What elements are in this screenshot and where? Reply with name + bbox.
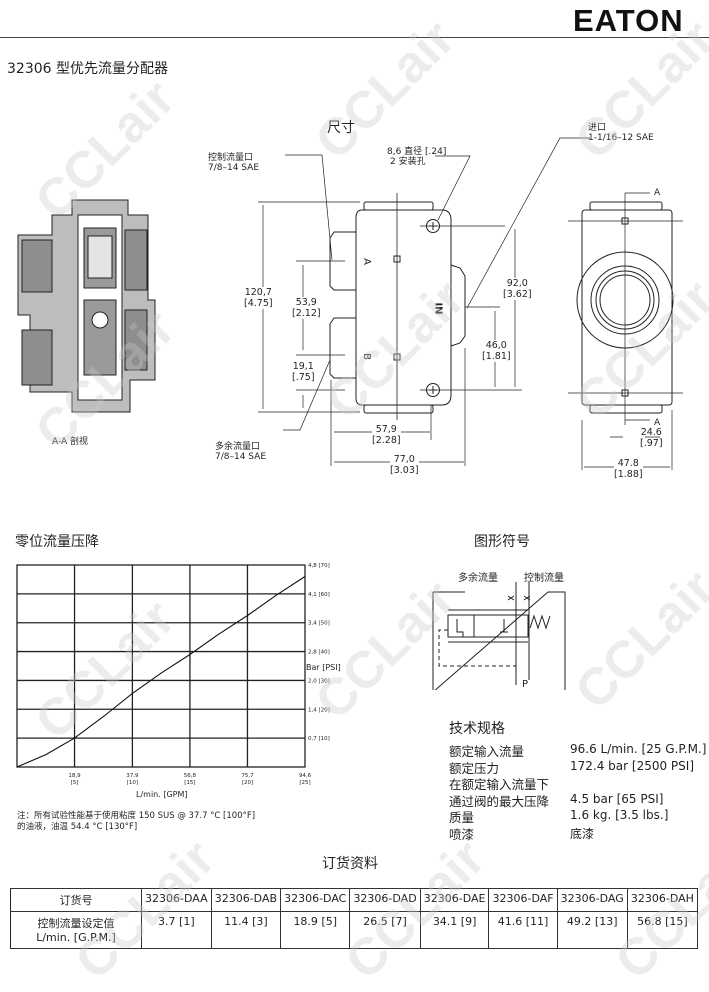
dim-height: 120,7[4.75] xyxy=(244,287,273,309)
dim-width1: 57,9[2.28] xyxy=(372,424,401,446)
ordering-heading: 订货资料 xyxy=(322,856,378,872)
spec-label: 通过阀的最大压降 xyxy=(449,793,550,809)
control-flow-setting: 11.4 [3] xyxy=(210,911,282,949)
spec-label: 质量 xyxy=(449,810,475,825)
dim-side2: 47.8[1.88] xyxy=(614,458,643,480)
spec-value: 4.5 bar [65 PSI] xyxy=(570,791,664,806)
port-a-mark: A xyxy=(360,258,372,265)
dim-ab: 53,9[2.12] xyxy=(292,297,321,319)
spec-label: 喷漆 xyxy=(449,826,475,842)
chart-ylabel: Bar [PSI] xyxy=(306,663,341,672)
y-tick-label: 4,8 [70] xyxy=(308,563,330,569)
eaton-logo: EATON xyxy=(573,3,684,38)
specs-heading: 技术规格 xyxy=(449,721,505,737)
x-tick-label: [15] xyxy=(184,780,195,786)
y-tick-label: 1,4 [20] xyxy=(308,707,330,713)
model-number: 32306-DAE xyxy=(419,888,490,912)
port-in-mark: IN xyxy=(432,302,444,315)
spec-value: 96.6 L/min. [25 G.P.M.] xyxy=(570,742,707,756)
chart-note: 注：所有试验性能基于使用粘度 150 SUS @ 37.7 °C [100°F]… xyxy=(17,811,256,832)
model-number: 32306-DAB xyxy=(210,888,282,912)
y-tick-label: 2,0 [30] xyxy=(308,678,330,684)
model-number: 32306-DAA xyxy=(141,888,212,912)
dim-in: 46,0[1.81] xyxy=(482,340,511,362)
symbol-excess-label: 多余流量 xyxy=(458,573,498,584)
x-tick-label: 18,9 xyxy=(68,773,81,779)
spec-label: 额定输入流量 xyxy=(449,744,525,759)
dim-holes: 92,0[3.62] xyxy=(503,278,532,300)
chart-xlabel: L/min. [GPM] xyxy=(136,790,188,799)
front-view xyxy=(258,137,590,466)
page-title: 32306 型优先流量分配器 xyxy=(7,61,168,77)
y-tick-label: 3,4 [50] xyxy=(308,621,330,627)
spec-value: 172.4 bar [2500 PSI] xyxy=(570,758,694,773)
section-mark-bottom: A xyxy=(654,418,661,428)
symbol-control-label: 控制流量 xyxy=(524,573,564,584)
side-view xyxy=(568,192,683,470)
dim-width2: 77,0[3.03] xyxy=(390,454,419,476)
pressure-drop-chart: 18,9[5] 37,9[10] 56,8[15] 75,7[20] 94,6[25] 0… xyxy=(16,563,330,786)
model-number: 32306-DAH xyxy=(626,888,699,912)
control-flow-setting: 41.6 [11] xyxy=(488,911,558,949)
model-number: 32306-DAC xyxy=(280,888,351,912)
hydraulic-symbol xyxy=(432,582,566,690)
symbol-p-label: P xyxy=(522,679,529,690)
control-flow-setting: 34.1 [9] xyxy=(419,911,490,949)
mount-holes-label: 8,6 直径 [.24]2 安装孔 xyxy=(387,147,447,167)
plot-frame xyxy=(16,564,306,768)
y-tick-label: 0,7 [10] xyxy=(308,736,330,742)
control-flow-setting: 26.5 [7] xyxy=(349,911,421,949)
watermark: CCLair xyxy=(564,559,709,721)
spec-value: 底漆 xyxy=(570,826,595,841)
spec-label: 额定压力 xyxy=(449,760,500,776)
spec-value: 1.6 kg. [3.5 lbs.] xyxy=(570,808,669,822)
x-tick-label: 75,7 xyxy=(241,773,254,779)
section-view xyxy=(17,199,156,413)
x-tick-label: [25] xyxy=(299,780,310,786)
dim-side1: 24.6[.97] xyxy=(640,427,663,449)
y-tick-label: 4,1 [60] xyxy=(308,592,330,598)
x-tick-label: [10] xyxy=(127,780,138,786)
spec-label: 在额定输入流量下 xyxy=(449,777,550,792)
control-flow-setting: 49.2 [13] xyxy=(556,911,628,949)
y-tick-label: 2,8 [40] xyxy=(308,650,330,656)
x-tick-label: 37,9 xyxy=(126,773,139,779)
header-divider xyxy=(0,37,709,38)
chart-heading: 零位流量压降 xyxy=(15,534,99,550)
model-number: 32306-DAG xyxy=(556,888,628,912)
dimension-drawings xyxy=(17,137,683,470)
control-flow-setting: 56.8 [15] xyxy=(626,911,699,949)
model-number: 32306-DAD xyxy=(349,888,421,912)
section-mark-top: A xyxy=(654,188,661,198)
symbol-heading: 图形符号 xyxy=(474,534,530,550)
dim-b: 19,1[.75] xyxy=(292,361,315,383)
x-tick-label: [20] xyxy=(242,780,253,786)
control-flow-setting: 3.7 [1] xyxy=(141,911,212,949)
port-b-mark: B xyxy=(360,353,372,360)
x-tick-label: [5] xyxy=(71,780,79,786)
section-view-label: A-A 剖视 xyxy=(52,437,89,447)
x-tick-label: 94,6 xyxy=(299,773,312,779)
model-number: 32306-DAF xyxy=(488,888,558,912)
order-number-header: 订货号 xyxy=(10,888,142,912)
dimensions-heading: 尺寸 xyxy=(327,120,355,136)
x-tick-label: 56,8 xyxy=(184,773,197,779)
pressure-drop-line xyxy=(16,576,306,768)
control-flow-setting: 18.9 [5] xyxy=(280,911,351,949)
